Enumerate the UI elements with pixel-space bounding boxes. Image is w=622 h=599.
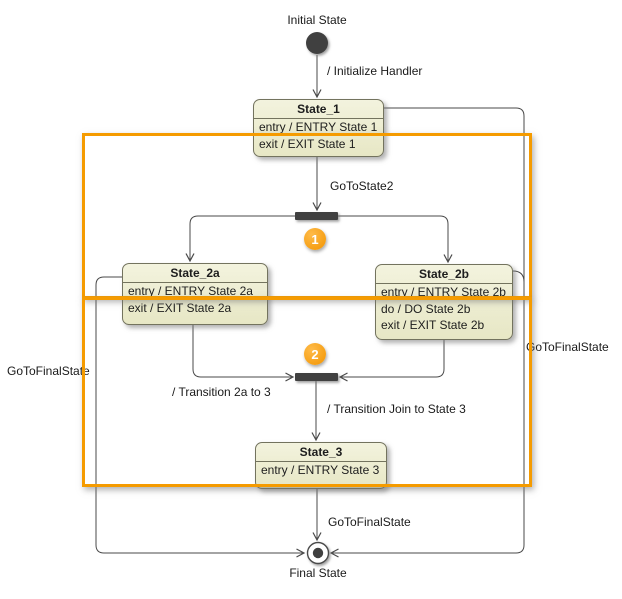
transition-state1-to-final-right	[329, 107, 525, 558]
state-action-row: do / DO State 2b	[381, 301, 471, 316]
label-go-to-final-bottom: GoToFinalState	[328, 515, 411, 529]
state-action-row: exit / EXIT State 2a	[128, 300, 232, 315]
transition-fork-to-state2b	[338, 215, 453, 264]
state-title: State_2a	[123, 264, 267, 283]
transition-state2a-to-join	[192, 325, 295, 382]
label-transition-join-to-state3: / Transition Join to State 3	[327, 402, 466, 416]
state-title: State_3	[256, 443, 386, 462]
transition-state2b-to-join	[338, 340, 445, 382]
label-initialize-handler: / Initialize Handler	[327, 64, 423, 78]
step-badge-2[interactable]: 2	[304, 343, 326, 365]
label-final-state: Final State	[289, 566, 347, 580]
initial-state-node[interactable]	[306, 32, 328, 54]
state-action-row: entry / ENTRY State 3	[261, 463, 380, 477]
state-action-row: entry / ENTRY State 1	[259, 120, 378, 134]
state-box-state-3[interactable]: State_3 entry / ENTRY State 3	[255, 442, 387, 489]
state-action-row: entry / ENTRY State 2a	[128, 284, 253, 298]
label-go-to-final-left: GoToFinalState	[7, 364, 90, 378]
label-transition-2a-to-3: / Transition 2a to 3	[172, 385, 271, 399]
step-badge-number: 1	[311, 231, 319, 247]
transition-state2b-to-final-stub	[512, 270, 525, 283]
step-badge-1[interactable]: 1	[304, 228, 326, 250]
state-box-state-2a[interactable]: State_2a entry / ENTRY State 2a exit / E…	[122, 263, 268, 325]
transition-state2a-to-final-left	[95, 276, 306, 558]
state-action-row: entry / ENTRY State 2b	[381, 285, 506, 299]
step-badge-number: 2	[311, 346, 319, 362]
state-title: State_1	[254, 100, 383, 119]
state-title: State_2b	[376, 265, 512, 284]
join-bar[interactable]	[295, 373, 338, 381]
state-action-row: exit / EXIT State 2b	[381, 318, 485, 332]
state-box-state-1[interactable]: State_1 entry / ENTRY State 1 exit / EXI…	[253, 99, 384, 157]
state-action-row: exit / EXIT State 1	[259, 136, 356, 151]
label-go-to-state2: GoToState2	[330, 179, 394, 193]
state-box-state-2b[interactable]: State_2b entry / ENTRY State 2b do / DO …	[375, 264, 513, 340]
label-go-to-final-right: GoToFinalState	[526, 340, 609, 354]
final-state-node[interactable]	[306, 541, 330, 565]
transition-fork-to-state2a	[185, 215, 295, 263]
label-initial-state: Initial State	[287, 13, 347, 27]
fork-bar[interactable]	[295, 212, 338, 220]
